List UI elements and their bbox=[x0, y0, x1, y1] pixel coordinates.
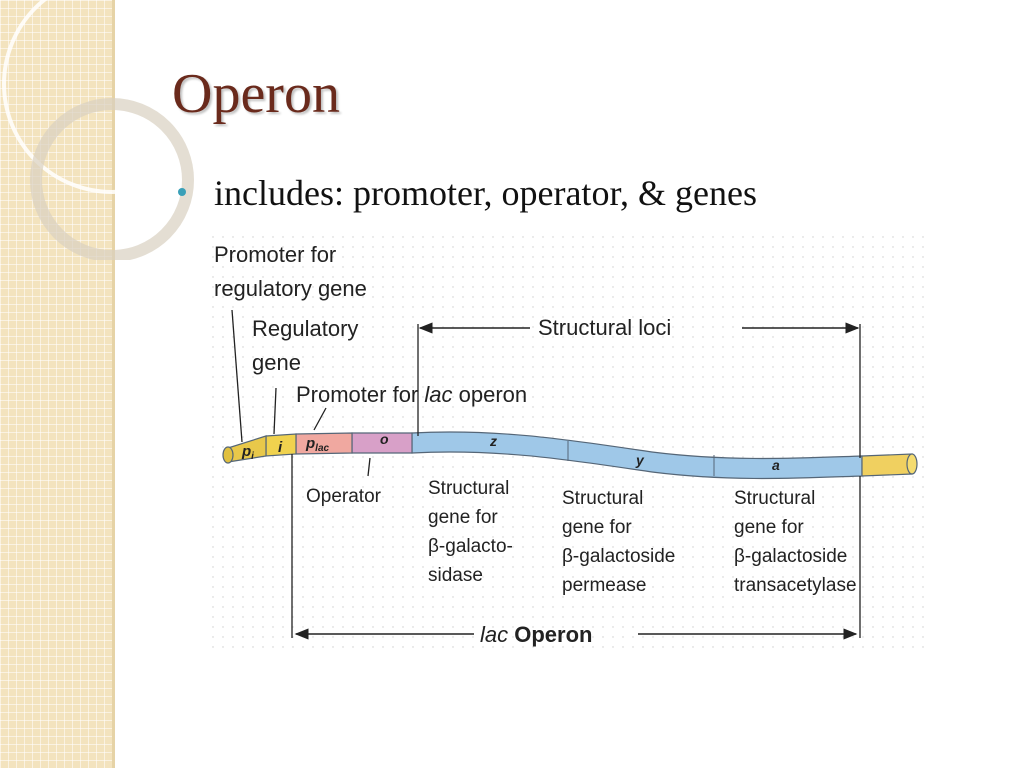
leader-promoter-lac bbox=[313, 407, 327, 431]
regulatory-gene-label: Regulatory gene bbox=[252, 316, 365, 375]
structural-loci-label: Structural loci bbox=[538, 315, 671, 340]
strand-start-cap bbox=[222, 446, 234, 464]
segment-z-label: z bbox=[489, 433, 497, 449]
sidebar-edge bbox=[112, 0, 115, 768]
lac-operon-diagram: pi i plac o z y a Structural loci lac Op… bbox=[212, 236, 924, 648]
segment-o-label: o bbox=[380, 431, 389, 447]
decorative-circles bbox=[2, 0, 200, 260]
leader-regulatory-gene bbox=[273, 387, 277, 435]
promoter-lac-label: Promoter for lac operon bbox=[296, 382, 527, 407]
decor-circle-medium bbox=[30, 98, 194, 260]
segment-plac-label: plac bbox=[305, 435, 330, 454]
gene-y-label: Structural gene for β-galactoside permea… bbox=[562, 488, 681, 596]
gene-z-label: Structural gene for β-galacto- sidase bbox=[428, 478, 518, 586]
bullet-dot bbox=[178, 188, 186, 196]
slide-title: Operon bbox=[172, 63, 340, 125]
promoter-regulatory-label: Promoter for regulatory gene bbox=[214, 242, 367, 301]
gene-a-label: Structural gene for β-galactoside transa… bbox=[734, 488, 857, 596]
leader-operator bbox=[367, 457, 371, 477]
operator-label: Operator bbox=[306, 486, 382, 507]
leader-promoter-regulatory bbox=[231, 309, 243, 443]
end-segment bbox=[861, 453, 913, 477]
segment-i-label: i bbox=[278, 439, 283, 456]
lac-operon-label: lac Operon bbox=[480, 622, 592, 647]
segment-pi-label: pi bbox=[241, 443, 254, 462]
bullet-text: includes: promoter, operator, & genes bbox=[214, 173, 757, 213]
decor-circle-large bbox=[2, 0, 200, 194]
segment-a-label: a bbox=[772, 457, 780, 473]
end-cap bbox=[906, 453, 918, 475]
segment-y-label: y bbox=[635, 452, 645, 468]
